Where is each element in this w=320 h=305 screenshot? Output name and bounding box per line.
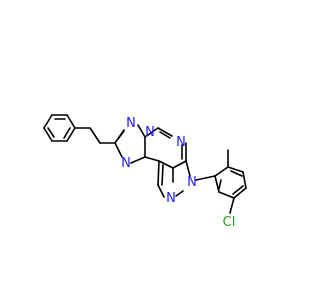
bond-double xyxy=(63,127,71,139)
bond xyxy=(233,187,247,199)
bond-double xyxy=(47,127,55,138)
bond xyxy=(214,166,229,177)
bond xyxy=(214,175,220,193)
bond xyxy=(66,127,76,142)
bond-double xyxy=(230,170,243,177)
bond xyxy=(114,142,123,158)
bond xyxy=(195,175,216,181)
bond xyxy=(172,160,187,169)
bond xyxy=(43,114,53,129)
bond-double xyxy=(117,130,125,140)
atom-n-label: N xyxy=(166,191,176,206)
bond xyxy=(218,191,235,199)
bond xyxy=(157,184,165,198)
atom-n-label: N xyxy=(176,135,186,150)
bond xyxy=(66,114,76,129)
bond xyxy=(144,127,159,138)
bond xyxy=(89,127,101,144)
bond-double xyxy=(218,179,222,190)
bond xyxy=(130,156,146,164)
bond xyxy=(144,156,160,162)
bond xyxy=(227,166,244,173)
atom-n-label: N xyxy=(145,125,155,140)
bond xyxy=(157,127,173,137)
bond xyxy=(157,160,160,186)
bond xyxy=(137,124,146,138)
bond-double xyxy=(161,164,164,186)
bond xyxy=(185,160,191,177)
atom-labels: N N N N N N Cl xyxy=(121,116,235,230)
molecule-diagram: N N N N N N Cl xyxy=(43,114,247,230)
atom-n-label: N xyxy=(187,175,197,190)
bond xyxy=(175,190,184,197)
bond-double xyxy=(159,131,171,139)
atom-n-label: N xyxy=(126,116,136,131)
bond xyxy=(158,160,174,169)
bond-double xyxy=(232,185,244,195)
structure-svg: N N N N N N Cl xyxy=(43,114,247,230)
bond-group xyxy=(43,114,247,214)
atom-cl-label: Cl xyxy=(223,215,236,230)
atom-n-label: N xyxy=(121,156,131,171)
bond xyxy=(242,171,247,189)
bond xyxy=(43,127,53,142)
chlorine-bond xyxy=(229,197,235,214)
